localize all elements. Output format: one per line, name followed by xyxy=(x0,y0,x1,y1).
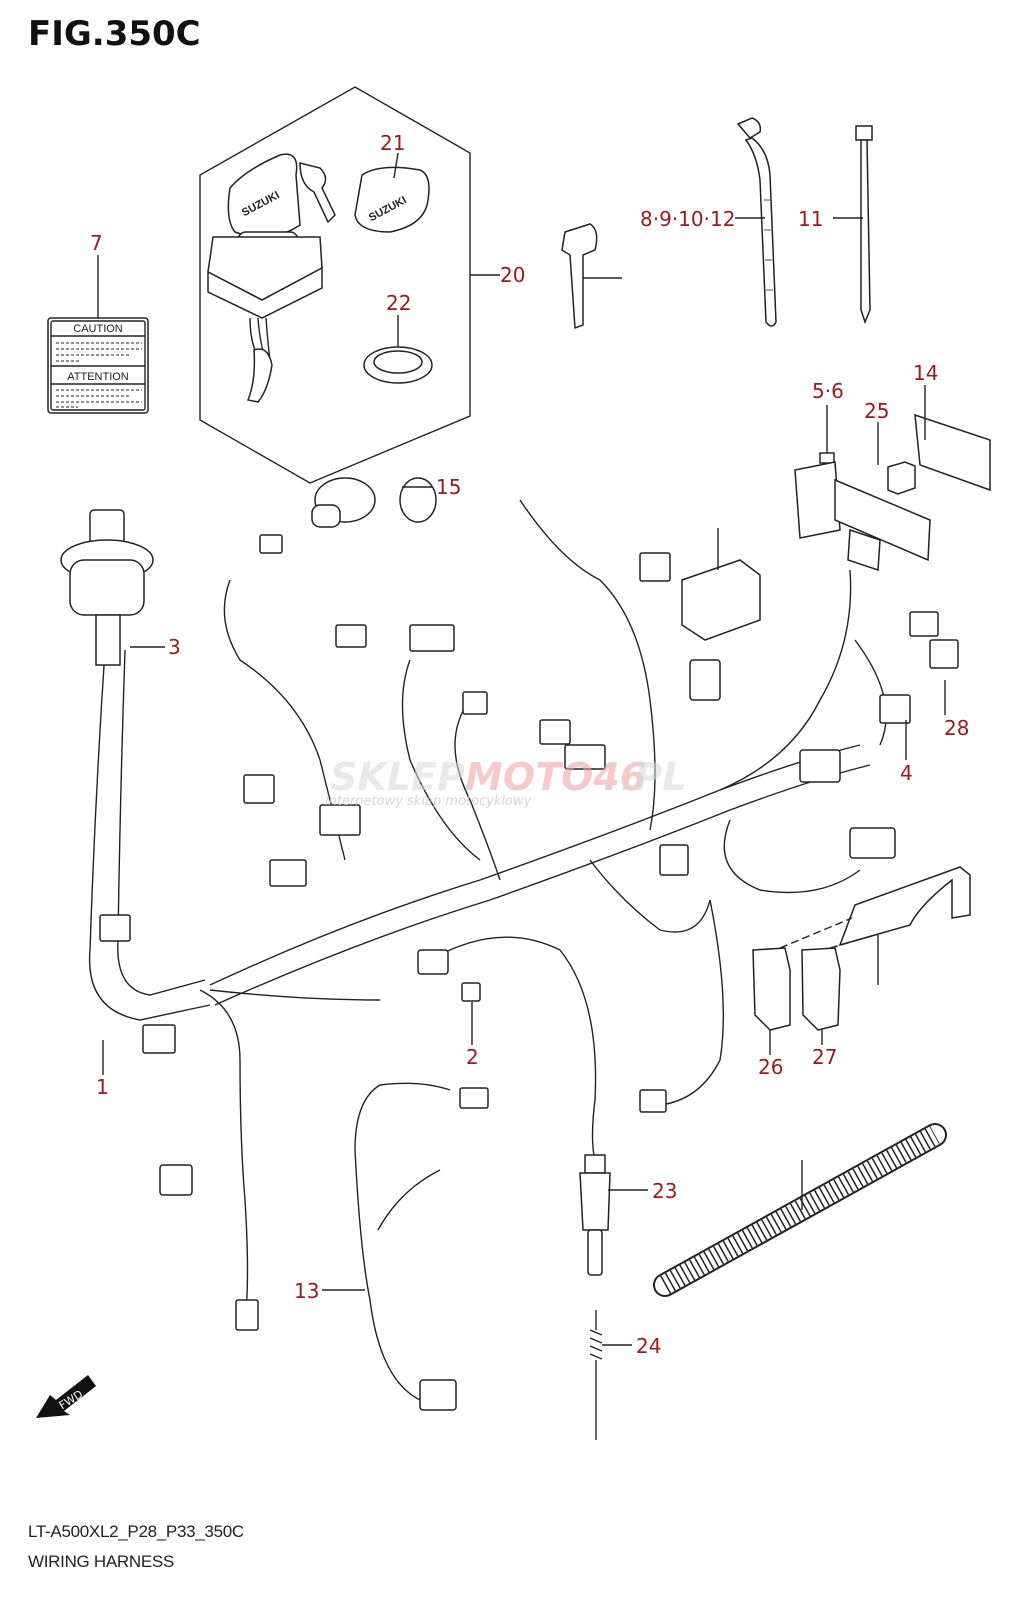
callout-5-6[interactable]: 5·6 xyxy=(812,379,844,403)
callout-1[interactable]: 1 xyxy=(96,1075,109,1099)
caution-label[interactable]: CAUTION ATTENTION xyxy=(47,317,149,414)
connector-22[interactable] xyxy=(752,947,791,1031)
callout-2[interactable]: 2 xyxy=(466,1045,479,1069)
figure-name: WIRING HARNESS xyxy=(28,1552,174,1571)
callout-22[interactable]: 26 xyxy=(758,1055,783,1079)
callout-18[interactable]: 22 xyxy=(386,291,411,315)
group-frame-16 xyxy=(199,86,471,484)
attention-heading: ATTENTION xyxy=(67,371,129,383)
callout-17[interactable]: 21 xyxy=(380,131,405,155)
connectors[interactable] xyxy=(60,509,959,1411)
cable-tie-small[interactable] xyxy=(855,125,873,325)
callout-11[interactable]: 11 xyxy=(798,207,823,231)
callout-15[interactable]: 15 xyxy=(436,475,461,499)
relay-bracket[interactable] xyxy=(914,413,991,492)
leader-lines xyxy=(97,152,946,1346)
watermark-right: MOTO46 xyxy=(465,755,646,799)
callout-16[interactable]: 20 xyxy=(500,263,525,287)
callout-4[interactable]: 4 xyxy=(900,761,913,785)
sub-harness-13[interactable] xyxy=(354,1082,451,1401)
callout-3[interactable]: 3 xyxy=(168,635,181,659)
corrugated-tube[interactable] xyxy=(653,1123,947,1297)
watermark: SKLEP MOTO46 .PL internetowy sklep motoc… xyxy=(325,755,687,809)
callout-14[interactable]: 14 xyxy=(913,361,938,385)
callout-23[interactable]: 27 xyxy=(812,1045,837,1069)
lock-ring[interactable] xyxy=(363,346,433,384)
relay[interactable] xyxy=(887,461,916,495)
caution-heading: CAUTION xyxy=(73,323,123,335)
mounting-bracket[interactable] xyxy=(838,866,971,947)
spring[interactable] xyxy=(589,1310,603,1440)
callout-21[interactable]: 25 xyxy=(864,399,889,423)
callout-24[interactable]: 28 xyxy=(944,716,969,740)
cable-tie-large[interactable] xyxy=(736,117,777,327)
fuse-box[interactable] xyxy=(794,461,931,572)
callout-7[interactable]: 7 xyxy=(90,231,103,255)
callouts: 7 21 20 22 8·9·10·12 11 5·6 25 14 15 3 2… xyxy=(90,131,969,1358)
key-cap[interactable]: SUZUKI xyxy=(354,166,430,233)
connector-23[interactable] xyxy=(801,947,841,1031)
relay-26[interactable] xyxy=(681,559,761,641)
watermark-left: SKLEP xyxy=(330,755,465,799)
callout-19[interactable]: 23 xyxy=(652,1179,677,1203)
ignition-switch-set[interactable]: SUZUKI SUZUKI xyxy=(199,86,471,484)
spare-key[interactable] xyxy=(561,223,598,330)
ignition-switch[interactable]: SUZUKI xyxy=(207,153,323,403)
watermark-suffix: .PL xyxy=(620,755,687,799)
oxygen-sensor[interactable] xyxy=(579,1154,611,1276)
ignition-key[interactable] xyxy=(299,162,336,224)
watermark-subtitle: internetowy sklep motocyklowy xyxy=(325,794,532,809)
model-code: LT-A500XL2_P28_P33_350C xyxy=(28,1522,244,1541)
forward-direction-arrow: FWD xyxy=(36,1375,96,1418)
figure-title: FIG.350C xyxy=(28,14,201,54)
callout-13[interactable]: 13 xyxy=(294,1279,319,1303)
callout-20[interactable]: 24 xyxy=(636,1334,661,1358)
switch-15[interactable] xyxy=(311,477,437,528)
main-harness[interactable] xyxy=(88,499,887,1321)
callout-8-9-10-12[interactable]: 8·9·10·12 xyxy=(640,207,735,231)
